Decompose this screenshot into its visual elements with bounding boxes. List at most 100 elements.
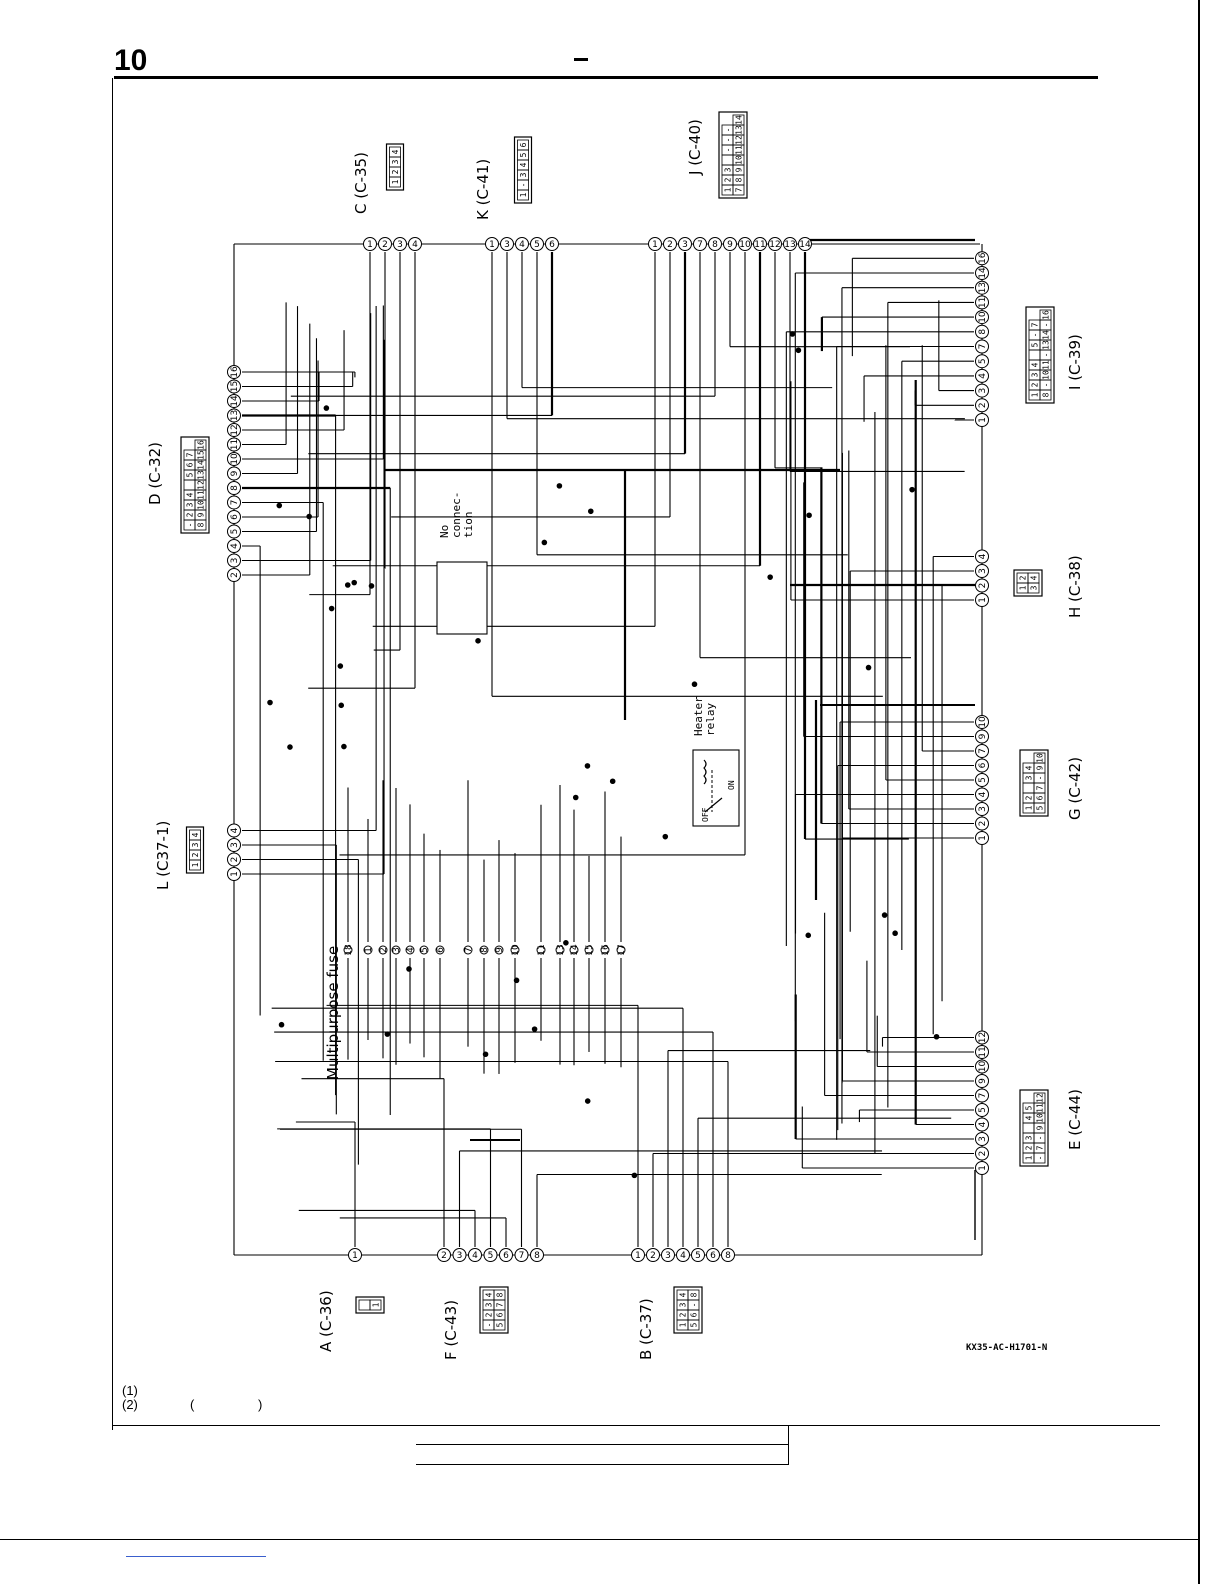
- pin-circle: [343, 945, 353, 955]
- pin-circle: [545, 237, 559, 251]
- pin-circle: [723, 237, 737, 251]
- pin-number: 1: [652, 240, 658, 250]
- junction-dot: [368, 583, 375, 589]
- junction-dot: [795, 347, 802, 354]
- connector-cell: 9: [197, 512, 206, 517]
- pin-circle: [975, 324, 989, 339]
- junction-dot: [584, 763, 591, 769]
- junction-dot: [662, 833, 669, 840]
- connector-cell: -: [724, 128, 733, 133]
- connector-cell: 1: [191, 862, 200, 867]
- pin-circle: [975, 578, 989, 593]
- pin-circle: [600, 945, 610, 955]
- junction-dot: [541, 539, 548, 546]
- pin-circle: [676, 1248, 690, 1262]
- no-connection-label: Noconnec-tion: [438, 492, 475, 538]
- junction-dot: [344, 582, 351, 588]
- pin-number: 15: [585, 944, 595, 955]
- relay-on-label: ON: [727, 780, 736, 790]
- connector-cell: 4: [186, 492, 195, 497]
- pin-circle: [227, 510, 241, 524]
- pin-circle: [975, 251, 989, 266]
- pin-number: 10: [230, 453, 240, 465]
- pin-number: 8: [725, 1251, 731, 1261]
- connector-cell: -: [724, 138, 733, 143]
- pin-number: 13: [784, 240, 795, 250]
- pin-circle: [975, 413, 989, 427]
- pin-circle: [536, 945, 546, 955]
- junction-dot: [406, 966, 412, 972]
- pin-circle: [227, 365, 241, 379]
- pin-number: 16: [230, 366, 240, 378]
- pin-circle: [975, 310, 989, 325]
- pin-number: 2: [978, 402, 988, 408]
- pin-circle: [227, 423, 241, 437]
- pin-circle: [648, 237, 662, 251]
- connector-cell: 1: [724, 187, 733, 192]
- connector-cell: 7: [1031, 322, 1040, 327]
- pin-circle: [363, 237, 377, 251]
- connector-cell: 1: [519, 192, 528, 197]
- bottom-link-underline[interactable]: [126, 1556, 266, 1557]
- pin-circle: [227, 539, 241, 553]
- pin-circle: [227, 481, 241, 495]
- pin-number: 6: [436, 947, 446, 953]
- connector-cell: 2: [186, 512, 195, 517]
- pin-number: 1: [367, 240, 373, 250]
- connector-cell: 3: [519, 172, 528, 177]
- pin-number: 7: [519, 1251, 525, 1261]
- connector-cell: 5: [519, 152, 528, 157]
- junction-dot: [338, 702, 345, 709]
- pin-number: 3: [978, 568, 988, 574]
- connector-cell: 2: [191, 852, 200, 857]
- connector-cell: 4: [191, 832, 200, 837]
- pin-number: 3: [978, 1136, 988, 1142]
- connector-cell: 10: [197, 500, 206, 510]
- header-dash: [574, 58, 588, 61]
- pin-circle: [514, 1248, 529, 1262]
- footnote-rule: [112, 1425, 1160, 1426]
- connector-cell: -: [690, 1303, 699, 1308]
- connector-cell: -: [485, 1323, 494, 1328]
- pin-circle: [975, 593, 989, 607]
- connector-cell: 1: [1019, 585, 1028, 590]
- connector-cell: 7: [496, 1302, 505, 1307]
- connector-cell: 5: [1025, 1105, 1034, 1110]
- pin-circle: [975, 295, 989, 310]
- pin-circle: [783, 237, 797, 251]
- pin-number: 2: [650, 1251, 656, 1261]
- connector-label: A (C-36): [317, 1290, 335, 1352]
- pin-circle: [975, 831, 989, 845]
- junction-dot: [556, 483, 563, 489]
- pin-circle: [616, 945, 626, 955]
- connector-cell: 3: [391, 159, 400, 164]
- pin-number: 2: [230, 572, 240, 578]
- pin-number: 14: [978, 267, 988, 279]
- pin-number: 9: [978, 1078, 988, 1084]
- junction-dot: [767, 574, 773, 580]
- connector-cell: 1: [1031, 392, 1040, 397]
- pin-circle: [405, 945, 415, 955]
- pin-number: 2: [441, 1251, 447, 1261]
- pin-number: 2: [382, 240, 388, 250]
- connector-cell: -: [1042, 353, 1051, 358]
- pin-circle: [975, 383, 989, 398]
- pin-circle: [569, 945, 579, 955]
- pin-number: 4: [230, 543, 240, 549]
- pin-circle: [721, 1248, 735, 1262]
- pin-number: 5: [978, 777, 988, 783]
- pin-number: 13: [230, 410, 240, 421]
- pin-number: 3: [682, 240, 688, 250]
- pin-number: 3: [665, 1251, 671, 1261]
- pin-number: 10: [978, 1061, 988, 1073]
- connector-cell: 10: [1042, 370, 1051, 380]
- junction-dot: [563, 940, 569, 946]
- junction-dot: [351, 579, 358, 586]
- connector-cell: 7: [735, 187, 744, 192]
- pin-circle: [975, 1059, 989, 1074]
